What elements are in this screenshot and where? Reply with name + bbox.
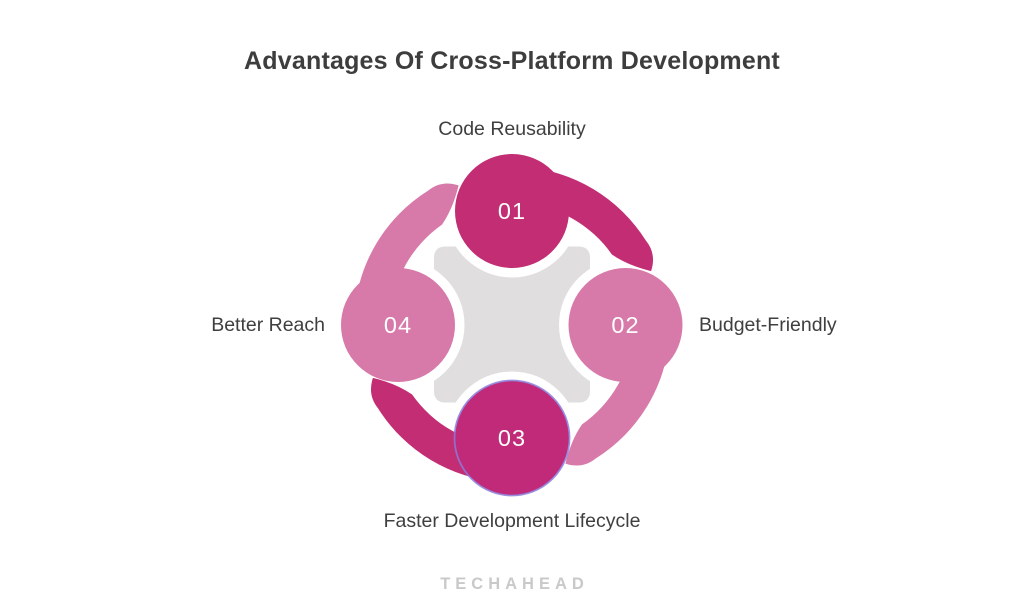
step-number-01: 01 (498, 198, 526, 224)
label-budget-friendly: Budget-Friendly (699, 314, 837, 336)
label-better-reach: Better Reach (211, 314, 325, 336)
page-title: Advantages Of Cross-Platform Development (244, 47, 780, 75)
step-circle-03 (455, 381, 569, 495)
techahead-wordmark: TECHAHEAD (440, 575, 589, 593)
center-cushion-shape (434, 246, 590, 403)
step-number-02: 02 (611, 312, 639, 338)
step-circle-02 (568, 268, 683, 382)
step-circle-04 (341, 268, 455, 382)
label-faster-development-lifecycle: Faster Development Lifecycle (383, 510, 641, 532)
step-number-03: 03 (498, 425, 526, 451)
step-circle-03-ring (453, 379, 571, 497)
step-circle-01 (455, 154, 569, 268)
label-code-reusability: Code Reusability (438, 118, 586, 140)
step-number-04: 04 (384, 312, 412, 338)
